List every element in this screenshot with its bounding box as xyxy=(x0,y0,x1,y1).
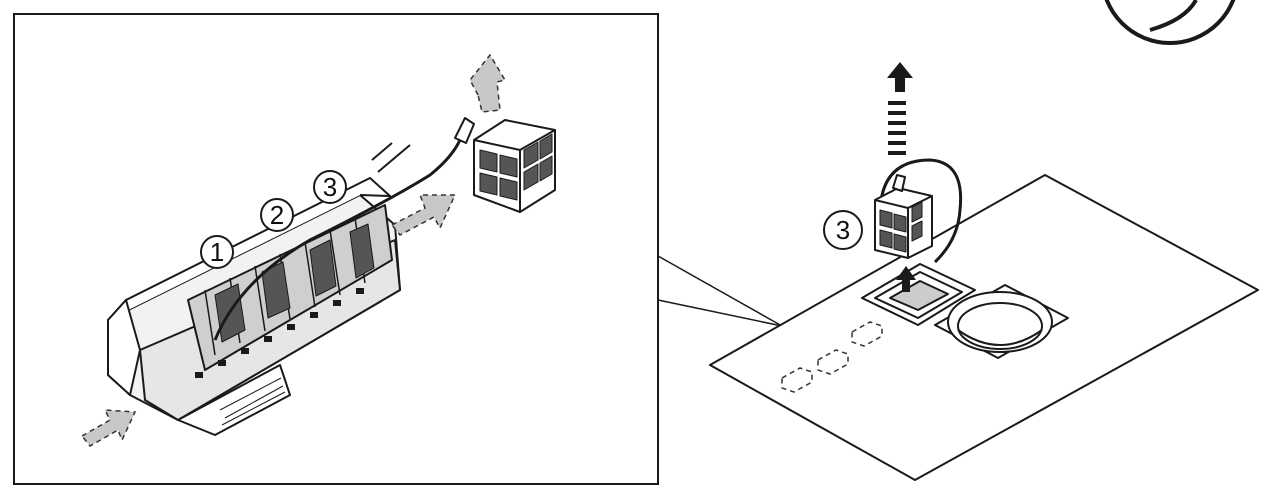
up-arrow-icon xyxy=(887,62,913,155)
svg-text:2: 2 xyxy=(270,200,284,230)
small-up-arrow-icon xyxy=(896,266,916,292)
motion-lines xyxy=(371,142,411,173)
filter-cartridge-icon xyxy=(473,119,556,213)
callout-2: 2 xyxy=(260,198,294,232)
leader-lines xyxy=(657,255,783,327)
air-filter-unit-icon xyxy=(107,117,475,436)
callout-1: 1 xyxy=(200,235,234,269)
callout-3: 3 xyxy=(313,170,347,204)
ceiling-panel-icon xyxy=(709,174,1259,481)
callout-3-right: 3 xyxy=(823,210,863,250)
corner-symbol-icon xyxy=(1104,0,1236,45)
svg-text:1: 1 xyxy=(210,237,224,267)
filter-cartridge-right-icon xyxy=(874,158,963,264)
svg-text:3: 3 xyxy=(323,172,337,202)
svg-text:3: 3 xyxy=(836,215,850,245)
dashed-outlines xyxy=(781,321,883,393)
dashed-arrows-left xyxy=(80,53,507,447)
